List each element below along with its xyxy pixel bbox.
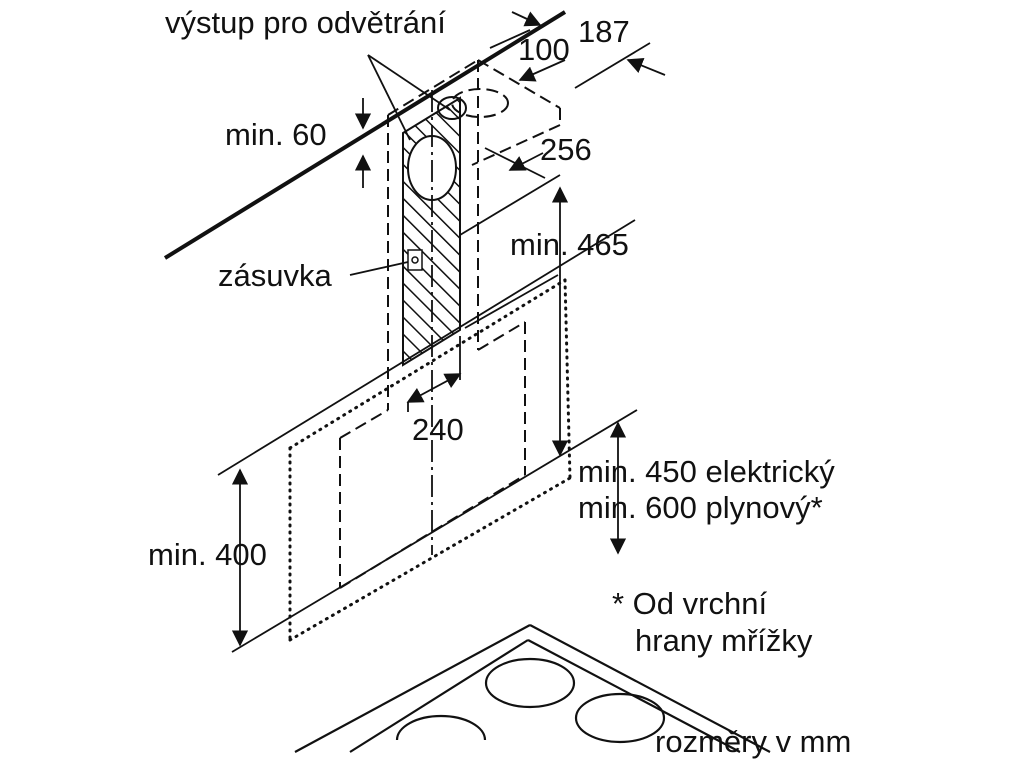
label-min-600: min. 600 plynový* xyxy=(578,490,823,525)
arrow-256 xyxy=(508,152,544,171)
vent-outlet-top-circle xyxy=(437,96,467,120)
ceiling-line xyxy=(163,10,567,260)
arrow-187-right xyxy=(626,57,666,76)
cooktop-burner-2 xyxy=(574,692,666,744)
socket-icon xyxy=(407,249,423,271)
arrow-vent-2 xyxy=(367,54,451,111)
label-min-450: min. 450 elektrický xyxy=(578,454,835,489)
dimension-arrows xyxy=(231,11,666,647)
cooktop-burner-3 xyxy=(395,714,487,741)
label-dim-100: 100 xyxy=(518,32,570,67)
label-min-60: min. 60 xyxy=(225,117,327,152)
label-footnote-line1: * Od vrchní xyxy=(612,586,767,621)
label-footnote-line2: hrany mřížky xyxy=(635,623,813,658)
cooktop-burner-1 xyxy=(484,657,576,709)
arrow-vent-1 xyxy=(367,54,411,141)
socket-pin xyxy=(411,256,419,264)
label-units: rozměry v mm xyxy=(655,724,851,759)
arrow-187 xyxy=(511,11,542,27)
label-vent-outlet: výstup pro odvětrání xyxy=(165,5,446,40)
label-min-465: min. 465 xyxy=(510,227,629,262)
arrow-240 xyxy=(406,373,462,403)
label-dim-187: 187 xyxy=(578,14,630,49)
chimney-duct-outline xyxy=(339,59,561,589)
label-socket: zásuvka xyxy=(218,258,332,293)
label-dim-240: 240 xyxy=(412,412,464,447)
label-dim-256: 256 xyxy=(540,132,592,167)
cooktop xyxy=(294,624,771,753)
label-min-400: min. 400 xyxy=(148,537,267,572)
arrow-100 xyxy=(518,59,566,82)
